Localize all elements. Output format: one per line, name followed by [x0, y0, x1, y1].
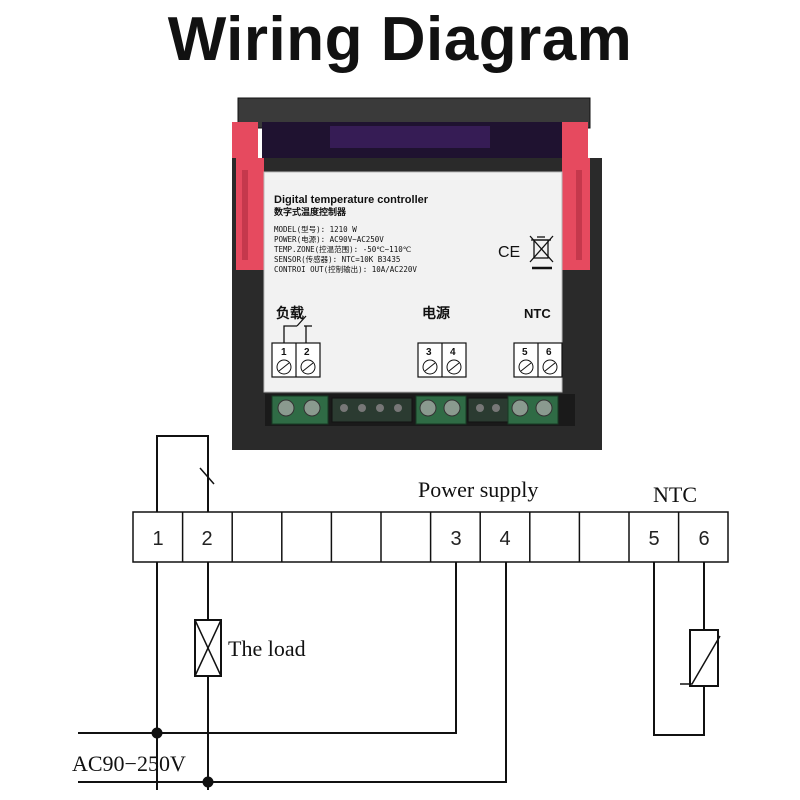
- label-model: MODEL(型号): 1210 W: [274, 225, 357, 234]
- label-terminal-6: 6: [546, 347, 552, 358]
- label-temp-zone: TEMP.ZONE(控温范围): -50℃~110℃: [274, 244, 412, 254]
- schematic: [78, 435, 729, 790]
- terminal-block-mid: [331, 395, 509, 425]
- junction-2: [202, 776, 214, 788]
- terminal-strip-diagram: [132, 511, 729, 563]
- wire-terminal-3: [78, 562, 457, 734]
- power-supply-label: Power supply: [418, 477, 538, 502]
- label-power: POWER(电源): AC90V~AC250V: [274, 234, 384, 244]
- label-terminal-3: 3: [426, 347, 432, 358]
- terminal-block-right: [507, 395, 559, 425]
- label-terminals-3-4: 3 4: [417, 342, 467, 378]
- wire-ntc-loop: [653, 562, 705, 736]
- terminal-label-6: 6: [698, 528, 709, 550]
- junction-1: [151, 727, 163, 739]
- label-terminal-1: 1: [281, 347, 287, 358]
- wire-terminal-4: [78, 562, 507, 783]
- label-heading-cn: 数字式温度控制器: [274, 206, 347, 217]
- label-terminal-5: 5: [522, 347, 528, 358]
- terminal-label-2: 2: [201, 528, 212, 550]
- ac-voltage-label: AC90−250V: [72, 751, 186, 776]
- wire-relay-1: [156, 435, 209, 512]
- mounting-clip-left: [232, 122, 264, 270]
- label-terminal-4: 4: [450, 347, 456, 358]
- label-heading-en: Digital temperature controller: [274, 194, 429, 206]
- relay-switch-arm: [199, 467, 215, 485]
- page-title: Wiring Diagram: [167, 5, 633, 74]
- controller-device: Digital temperature controller 数字式温度控制器 …: [232, 97, 602, 450]
- label-sensor: SENSOR(传感器): NTC=10K B3435: [274, 254, 400, 264]
- ce-mark: CE: [498, 244, 520, 261]
- display-glow: [330, 126, 490, 148]
- label-group-load: 负载: [276, 305, 304, 321]
- terminal-label-1: 1: [152, 528, 163, 550]
- ntc-label: NTC: [653, 482, 697, 507]
- terminal-label-3: 3: [450, 528, 461, 550]
- label-terminals-1-2: 1 2: [271, 342, 321, 378]
- label-group-ntc: NTC: [524, 306, 551, 321]
- terminal-label-4: 4: [499, 528, 510, 550]
- weee-bin-icon: [529, 235, 554, 270]
- terminal-block-left: [271, 395, 329, 425]
- relay-symbol-icon: [283, 315, 312, 344]
- label-group-power: 电源: [422, 305, 450, 321]
- terminal-labels: 1 2 3 4 5 6: [152, 528, 709, 550]
- thermistor-symbol: [689, 629, 719, 687]
- terminal-label-5: 5: [648, 528, 659, 550]
- label-terminal-2: 2: [304, 347, 310, 358]
- mounting-clip-right: [562, 122, 590, 270]
- label-terminals-5-6: 5 6: [513, 342, 563, 378]
- load-label: The load: [228, 636, 306, 661]
- label-control-out: CONTROI OUT(控制输出): 10A/AC220V: [274, 264, 417, 274]
